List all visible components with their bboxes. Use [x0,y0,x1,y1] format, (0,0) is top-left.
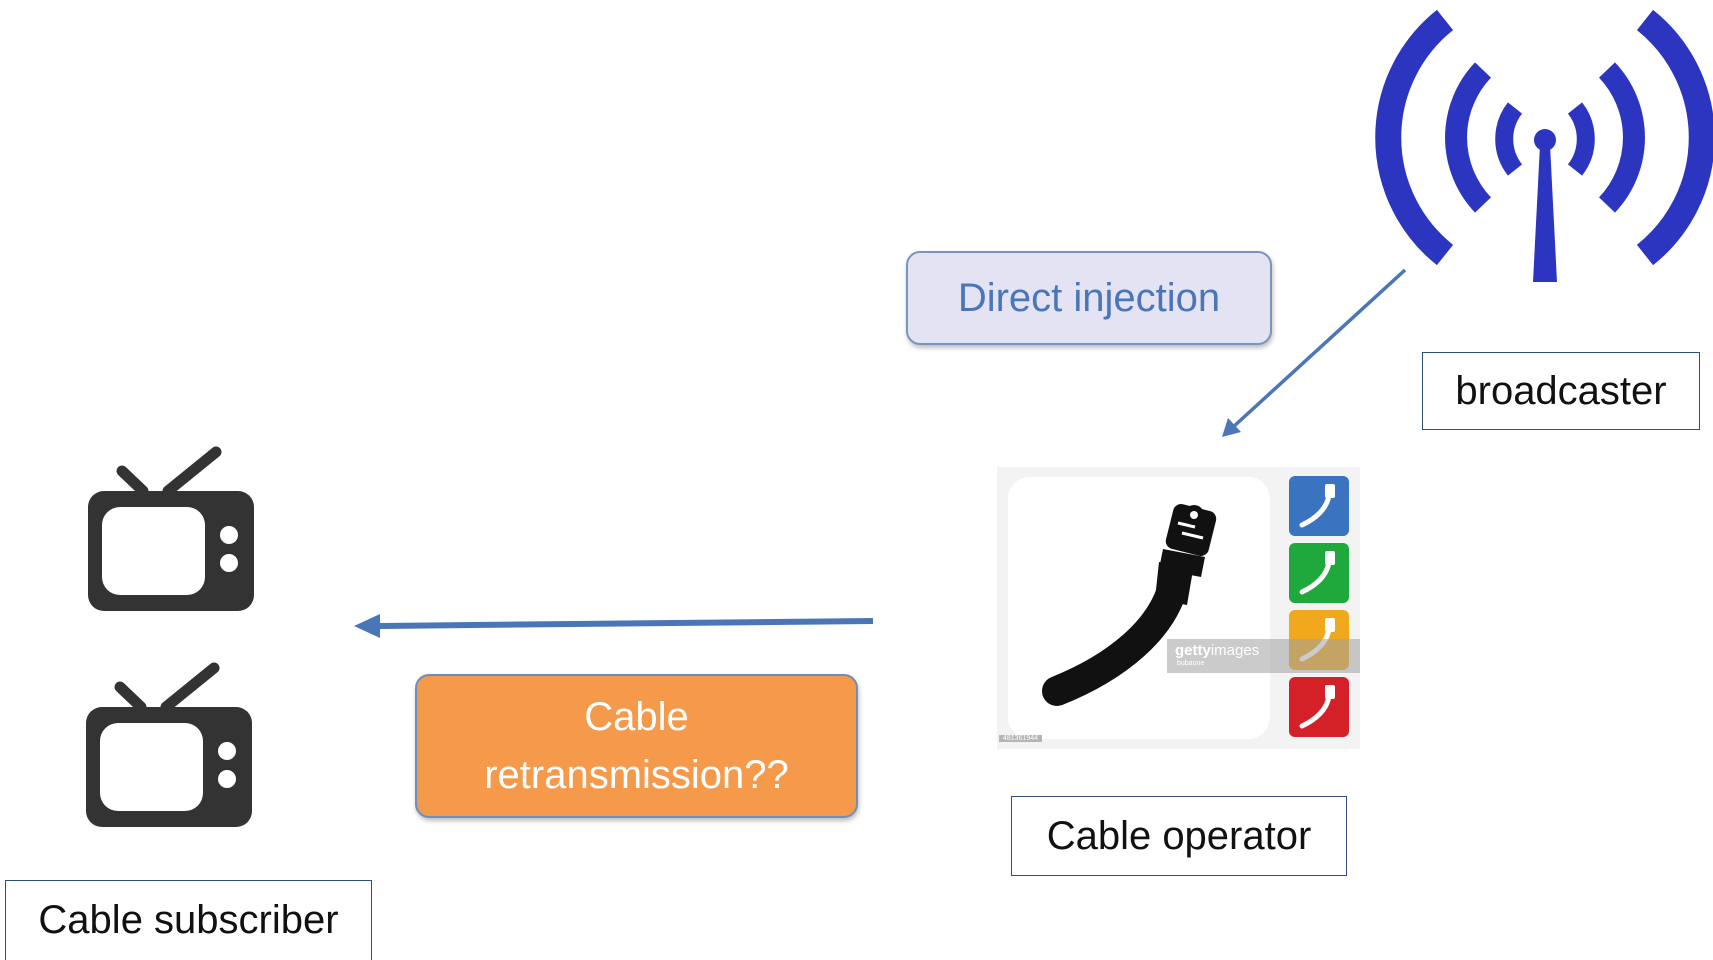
swatch-blue [1289,476,1349,536]
tv-icon [86,662,252,827]
cable-retransmission-line1: Cable [584,695,689,739]
coaxial-cable-stock-image: gettyimages bubaone 481361944 [997,467,1360,749]
getty-brand: getty [1175,642,1211,659]
direct-injection-callout: Direct injection [906,251,1272,345]
antenna-icon [1375,9,1713,282]
getty-watermark: gettyimages [1175,642,1259,659]
getty-watermark-band [1167,639,1360,673]
coaxial-cable-icon [1042,504,1217,706]
getty-suffix: images [1210,642,1260,659]
getty-image-id: 481361944 [999,735,1043,742]
cable-retransmission-line2: retransmission?? [484,753,789,797]
broadcaster-label: broadcaster [1422,352,1700,430]
cable-operator-label: Cable operator [1011,796,1347,876]
cable-subscriber-label: Cable subscriber [5,880,372,960]
swatch-red [1289,677,1349,737]
cable-retransmission-callout: Cable retransmission?? [415,674,858,818]
getty-author: bubaone [1177,660,1205,667]
tv-icon [88,446,254,611]
swatch-green [1289,543,1349,603]
